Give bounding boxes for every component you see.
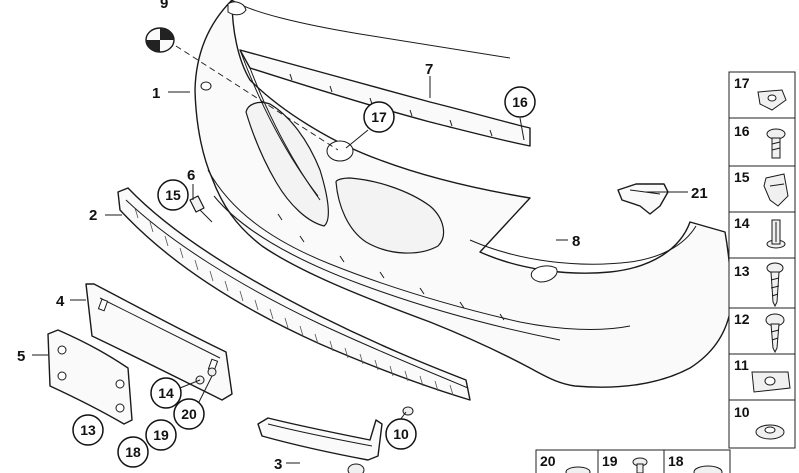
label-5: 5	[17, 348, 25, 365]
legend-number-11: 11	[734, 357, 749, 373]
flange-screw-icon	[765, 313, 785, 354]
plate-holder	[47, 329, 133, 425]
legend-number-15: 15	[734, 169, 750, 185]
callout-circle-17: 17	[363, 101, 395, 133]
legend-number-13: 13	[734, 263, 750, 279]
label-6: 6	[187, 167, 195, 184]
svg-text:14: 14	[158, 385, 174, 401]
label-3: 3	[274, 456, 282, 473]
svg-text:19: 19	[153, 427, 169, 443]
legend-number-17: 17	[734, 75, 750, 91]
callout-circle-13: 13	[72, 414, 104, 446]
svg-text:17: 17	[371, 109, 387, 125]
bumper-cover	[194, 0, 732, 388]
label-1: 1	[152, 85, 160, 102]
svg-text:15: 15	[165, 187, 181, 203]
number-plate-carrier	[85, 283, 233, 401]
svg-text:13: 13	[80, 422, 96, 438]
clip-nut-icon	[757, 89, 787, 111]
svg-text:18: 18	[125, 444, 141, 460]
legend-number-12: 12	[734, 311, 750, 327]
svg-text:20: 20	[181, 406, 197, 422]
cap-icon	[565, 466, 591, 473]
spring-nut-icon	[751, 371, 791, 393]
expanding-rivet-icon	[766, 219, 786, 249]
label-4: 4	[56, 293, 65, 310]
callout-circle-15: 15	[157, 179, 189, 211]
callout-circle-16: 16	[504, 86, 536, 118]
legend-number-19: 19	[602, 453, 618, 469]
lower-spoiler	[117, 187, 471, 401]
legend-number-18: 18	[668, 453, 684, 469]
leader-lines	[32, 76, 688, 464]
plug-icon	[693, 465, 723, 473]
legend-number-16: 16	[734, 123, 750, 139]
bmw-emblem	[145, 27, 175, 53]
parts-legend: 17 16 15 14 13 12 11 10	[728, 71, 796, 449]
callout-circle-18: 18	[117, 436, 149, 468]
side-bracket	[617, 183, 669, 215]
callout-circle-20: 20	[173, 398, 205, 430]
callout-circle-19: 19	[145, 419, 177, 451]
legend-number-20: 20	[540, 453, 556, 469]
label-7: 7	[425, 61, 433, 78]
upper-trim-strip	[239, 49, 531, 201]
label-2: 2	[89, 207, 97, 224]
label-9: 9	[160, 0, 168, 12]
bumper-bracket	[257, 417, 383, 461]
label-21: 21	[691, 185, 708, 202]
fastener-3-part	[347, 463, 365, 473]
push-pin-icon	[632, 457, 648, 473]
screw-icon	[766, 128, 786, 159]
grommet-icon	[755, 424, 785, 440]
label-8: 8	[572, 233, 580, 250]
legend-number-10: 10	[734, 404, 750, 420]
legend-number-14: 14	[734, 215, 750, 231]
bottom-legend: 20 19 18	[535, 449, 731, 473]
callout-circle-14: 14	[150, 377, 182, 409]
callout-circle-10: 10	[385, 418, 417, 450]
self-tapping-screw-icon	[766, 262, 784, 308]
svg-text:10: 10	[393, 426, 409, 442]
svg-text:16: 16	[512, 94, 528, 110]
bracket-clip-icon	[763, 173, 789, 207]
